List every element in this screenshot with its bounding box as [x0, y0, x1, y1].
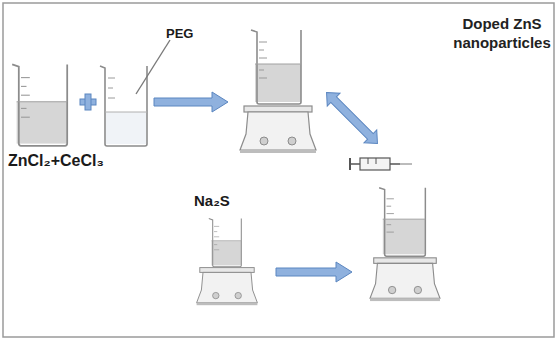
beaker — [209, 219, 242, 267]
title-heading: Doped ZnS nanoparticles — [452, 14, 552, 52]
reagent-label: Na₂S — [194, 192, 230, 209]
reagent-label: PEG — [166, 26, 193, 41]
reagent-label: ZnCl₂+CeCl₃ — [8, 152, 104, 170]
pipette — [136, 40, 170, 94]
syringe — [350, 158, 412, 170]
flow-arrow — [276, 262, 352, 282]
double-arrow — [320, 86, 384, 150]
plus-sign — [80, 94, 96, 110]
peg-beaker — [100, 66, 147, 146]
magnetic-stirrer — [197, 268, 258, 306]
label-text: ZnCl₂+CeCl₃ — [8, 152, 104, 169]
beaker — [12, 64, 67, 145]
frame — [3, 3, 554, 337]
beaker — [251, 30, 301, 104]
label-text: PEG — [166, 26, 193, 41]
magnetic-stirrer — [240, 106, 316, 153]
flow-arrow — [154, 92, 228, 112]
magnetic-stirrer — [370, 258, 440, 301]
label-text: Na₂S — [194, 192, 230, 209]
title-text: Doped ZnS nanoparticles — [453, 15, 551, 51]
beaker — [379, 188, 425, 256]
